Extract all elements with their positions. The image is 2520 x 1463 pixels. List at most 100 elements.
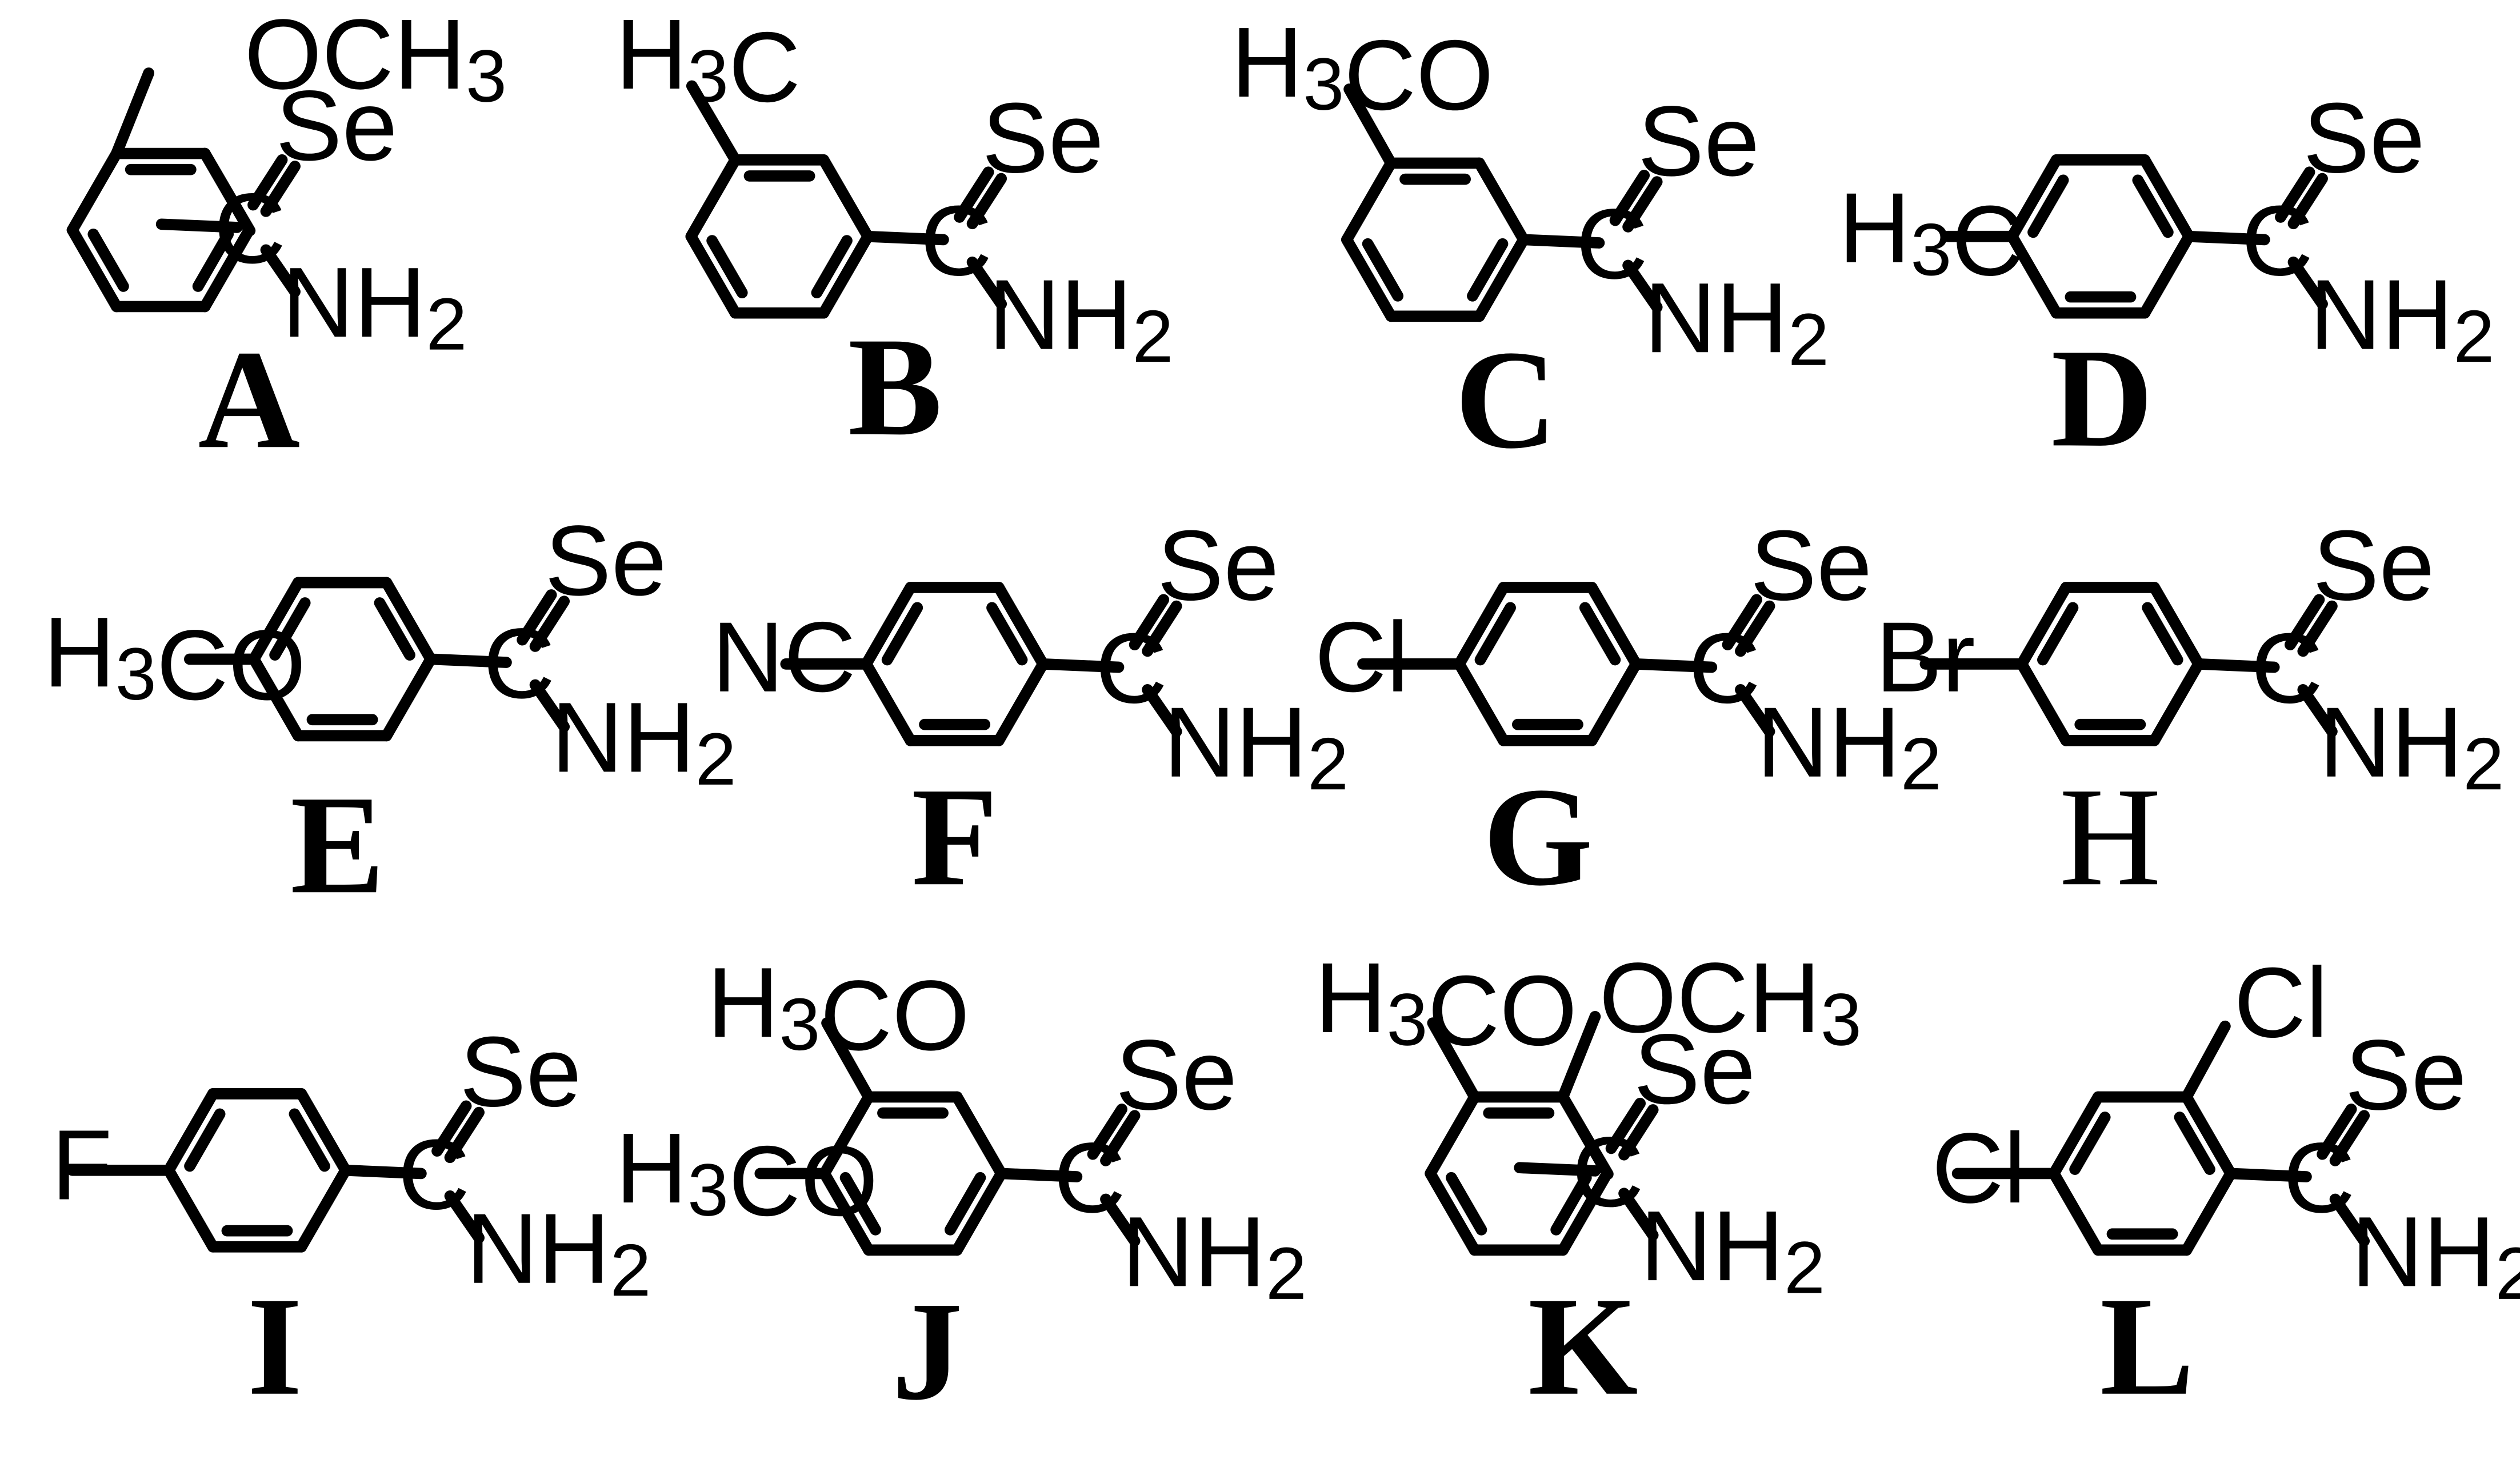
c-se-bond-C: [1609, 170, 1650, 226]
carbon-atom-label: C: [920, 185, 992, 296]
c-se-bond-D: [2287, 173, 2328, 230]
aryl-carbon-bond-I: [339, 1164, 427, 1180]
ring-double-bond-F: [986, 602, 1028, 666]
selenium-atom-label: Se: [1157, 509, 1279, 621]
ring-bond-B: [818, 154, 874, 242]
amine-group-label: NH2: [282, 246, 467, 365]
substituent-label-f: NC: [712, 601, 856, 713]
c-n-bond-E: [529, 679, 570, 733]
selenium-atom-label: Se: [1750, 509, 1872, 621]
ring-bond-H: [2149, 582, 2205, 670]
ring-bond-H: [2149, 658, 2205, 746]
ring-double-bond-H: [2037, 602, 2079, 666]
ring-double-bond-F: [881, 602, 923, 666]
selenium-atom-label: Se: [2313, 509, 2434, 621]
ring-double-bond-D: [2132, 174, 2174, 238]
ring-bond-J: [951, 1168, 1007, 1256]
ring-bond-J: [818, 1091, 874, 1180]
substituent-label-j: H3CO: [707, 946, 970, 1071]
ring-double-bond-G: [1474, 602, 1516, 666]
compound-label-a: A: [198, 321, 301, 478]
ring-bond-E: [248, 577, 304, 665]
substituent-label-l: Cl: [1932, 1112, 2026, 1224]
c-se-bond-H: [2297, 600, 2338, 657]
c-se-bond-A: [260, 161, 301, 217]
compound-label-c: C: [1455, 321, 1557, 478]
ring-bond-K: [1425, 1091, 1481, 1180]
c-se-bond-G: [1722, 594, 1762, 650]
ring-double-bond-I: [184, 1108, 226, 1172]
aryl-carbon-bond-E: [425, 653, 512, 668]
amine-group-label: NH2: [466, 1193, 651, 1312]
ring-bond-F: [861, 582, 917, 670]
c-se-bond-J: [1087, 1104, 1127, 1160]
amine-group-label: NH2: [2319, 686, 2504, 806]
ring-double-bond-A: [87, 229, 129, 292]
aryl-carbon-bond-A: [199, 147, 256, 237]
c-n-bond-H: [2297, 684, 2338, 737]
carbon-atom-label: C: [214, 173, 286, 284]
c-se-bond-E: [517, 589, 557, 646]
substituent-label-i: F: [51, 1109, 113, 1220]
carbon-atom-label: C: [2251, 612, 2323, 723]
ring-bond-I: [295, 1088, 351, 1176]
amine-group-label: NH2: [989, 259, 1174, 378]
atom-labels-layer: CSeNH2OCH3CSeNH2H3CCSeNH2H3COCSeNH2H3CCS…: [43, 0, 2520, 1315]
ring-double-bond-J: [945, 1172, 986, 1236]
amine-group-label: NH2: [1163, 686, 1349, 806]
ring-bond-G: [1586, 658, 1642, 746]
ring-bond-I: [163, 1088, 219, 1176]
carbon-atom-label: C: [1054, 1122, 1126, 1233]
substituent-bond-L: [2181, 1020, 2231, 1103]
ring-bond-A: [66, 224, 122, 313]
amine-group-label: NH2: [2310, 259, 2495, 378]
carbon-atom-label: C: [1689, 612, 1761, 723]
selenium-atom-label: Se: [982, 82, 1103, 193]
c-se-bond-J: [1100, 1110, 1141, 1166]
carbon-atom-label: C: [398, 1118, 470, 1230]
c-n-bond-D: [2287, 256, 2328, 310]
substituent-label-l: Cl: [2234, 946, 2328, 1058]
ring-double-bond-J: [839, 1172, 881, 1236]
substituent-label-b: H3C: [615, 0, 801, 123]
ring-double-bond-K: [1550, 1172, 1592, 1236]
compound-label-d: D: [2051, 319, 2153, 476]
c-n-bond-F: [1142, 684, 1182, 737]
aryl-carbon-bond-L: [2225, 1168, 2312, 1182]
substituent-label-e: H3CO: [43, 596, 306, 721]
aryl-carbon-bond-F: [1037, 658, 1125, 673]
ring-bond-I: [295, 1164, 351, 1253]
c-n-bond-A: [260, 244, 301, 298]
c-se-bond-F: [1142, 600, 1182, 657]
c-se-bond-I: [431, 1100, 472, 1157]
c-se-bond-B: [954, 166, 994, 223]
ring-bond-E: [248, 653, 304, 742]
compound-label-l: L: [2100, 1268, 2194, 1425]
aryl-carbon-bond-K: [1514, 1162, 1601, 1177]
ring-double-bond-A: [192, 229, 234, 292]
c-se-bond-K: [1618, 1104, 1659, 1161]
compound-label-b: B: [848, 308, 942, 465]
ring-double-bond-D: [2027, 174, 2069, 238]
c-n-bond-C: [1622, 259, 1663, 313]
c-se-bond-C: [1622, 176, 1663, 233]
substituent-bond-B: [686, 80, 741, 166]
substituent-label-c: H3CO: [1231, 6, 1493, 131]
compound-label-i: I: [247, 1268, 302, 1425]
compound-label-e: E: [290, 766, 385, 923]
c-se-bond-L: [2317, 1104, 2357, 1160]
ring-bond-L: [2048, 1168, 2104, 1256]
c-se-bond-G: [1735, 600, 1775, 657]
ring-bond-E: [381, 577, 437, 665]
c-n-bond-K: [1618, 1188, 1659, 1241]
compound-label-k: K: [1528, 1268, 1638, 1425]
ring-bond-D: [2006, 230, 2062, 319]
amine-group-label: NH2: [1644, 262, 1829, 381]
ring-double-bond-E: [374, 597, 415, 661]
c-se-bond-B: [966, 173, 1007, 230]
selenium-atom-label: Se: [1634, 1013, 1755, 1125]
selenium-atom-label: Se: [2303, 82, 2425, 193]
c-n-bond-B: [966, 256, 1007, 310]
ring-double-bond-K: [1446, 1172, 1487, 1236]
